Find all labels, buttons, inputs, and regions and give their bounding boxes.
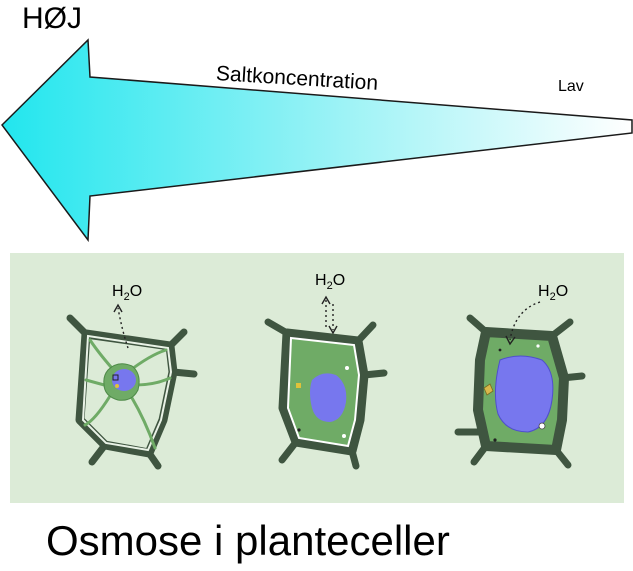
vacuole [494, 355, 554, 433]
high-concentration-label: HØJ [22, 2, 82, 35]
cell-plasmolysed [66, 303, 198, 470]
cell-flaccid [264, 295, 388, 470]
salt-gradient-arrow [1, 38, 633, 243]
low-concentration-label: Lav [558, 78, 584, 95]
water-label: H2O [315, 272, 346, 293]
vacuole [310, 373, 347, 422]
water-label: H2O [112, 283, 143, 304]
diagram-caption: Osmose i planteceller [46, 517, 450, 564]
water-label: H2O [538, 283, 569, 304]
cell-turgid [454, 301, 586, 469]
water-in-arrow [509, 301, 541, 341]
